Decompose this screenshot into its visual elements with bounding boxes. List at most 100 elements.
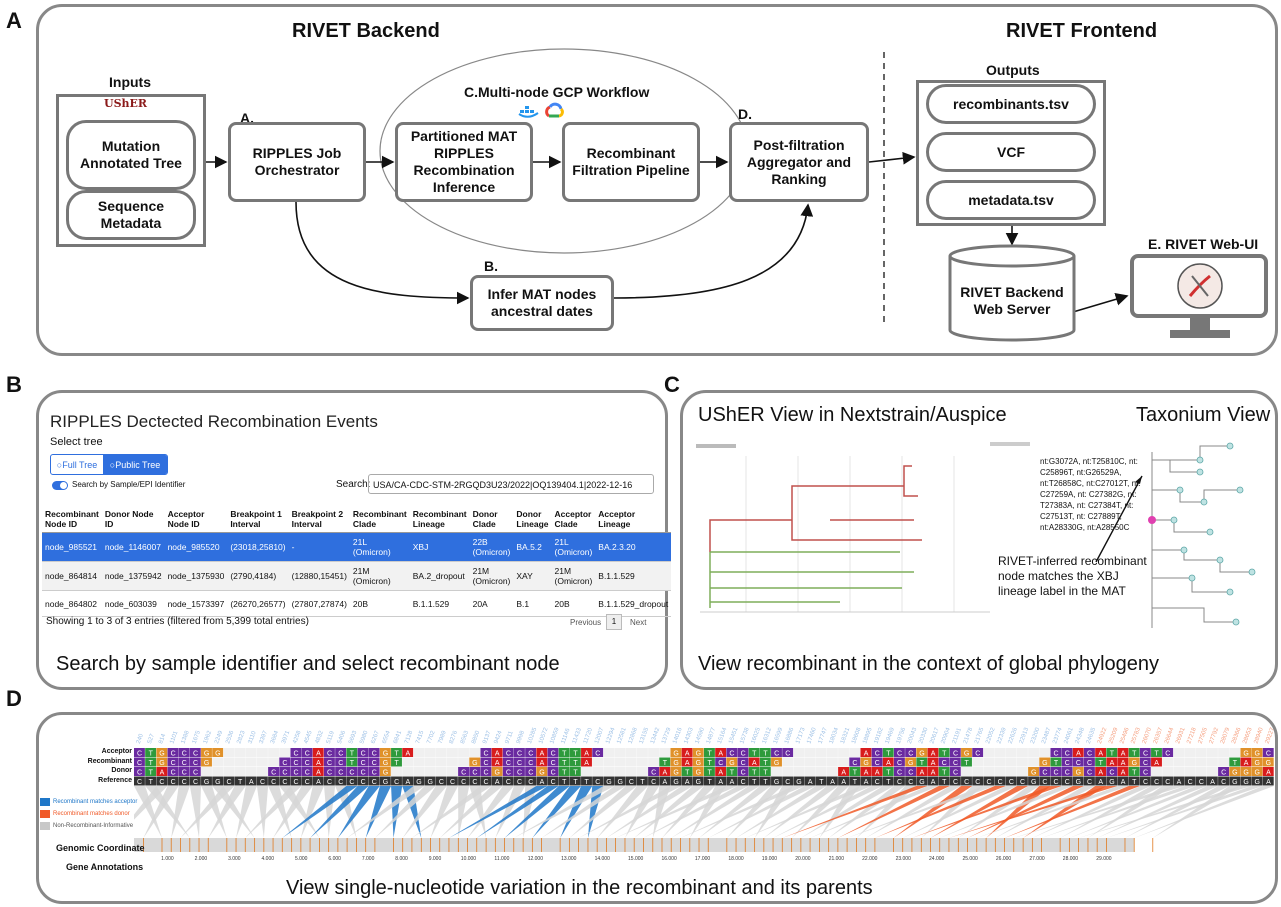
row-label-acceptor: Acceptor <box>101 748 132 755</box>
reference-base <box>178 776 190 786</box>
matching-base <box>245 757 257 767</box>
table-cell: BA.2.3.20 <box>595 532 672 562</box>
variant-base-label: A <box>1098 770 1103 777</box>
site-position-label: 13155 <box>639 726 651 744</box>
variant-base-label: T <box>707 770 712 777</box>
site-position-label: 14016 <box>672 726 684 744</box>
variant-base <box>514 767 525 776</box>
variant-base <box>860 748 872 757</box>
reference-base <box>1061 776 1073 786</box>
matching-base <box>603 767 615 776</box>
reference-base-label: A <box>1121 779 1126 786</box>
variant-base <box>514 748 525 757</box>
reference-base-label: T <box>149 779 154 786</box>
variant-base-label: C <box>171 760 176 767</box>
variant-base-label: G <box>1255 770 1260 777</box>
reference-base-label: T <box>585 779 590 786</box>
reference-base-label: A <box>1266 779 1271 786</box>
pagination-next[interactable]: Next <box>630 618 647 627</box>
table-cell: node_864802 <box>42 590 102 617</box>
variant-base-label: C <box>171 770 176 777</box>
column-header[interactable]: Acceptor Clade <box>551 506 596 533</box>
column-header[interactable]: Recombinant Node ID <box>42 506 102 533</box>
table-cell: B.1.1.529 <box>595 561 672 591</box>
column-header[interactable]: Recombinant Lineage <box>409 506 470 533</box>
reference-base <box>189 776 201 786</box>
tree-selector: ○Full Tree ○Public Tree <box>50 454 168 475</box>
reference-base-label: C <box>450 779 455 786</box>
snv-link <box>365 786 392 838</box>
variant-base-label: C <box>1076 760 1081 767</box>
column-header[interactable]: Breakpoint 2 Interval <box>288 506 350 533</box>
column-header[interactable]: Acceptor Lineage <box>595 506 672 533</box>
variant-base <box>759 757 771 767</box>
column-header[interactable]: Acceptor Node ID <box>164 506 228 533</box>
reference-base <box>514 776 525 786</box>
search-input[interactable]: USA/CA-CDC-STM-2RGQD3U23/2022|OQ139404.1… <box>368 474 654 494</box>
site-position-label: 6267 <box>371 729 381 744</box>
variant-base-label: T <box>1132 751 1137 758</box>
matching-base <box>782 757 794 767</box>
snv-link <box>699 786 772 838</box>
variant-base-label: C <box>1065 760 1070 767</box>
variant-base <box>458 767 469 776</box>
variant-base <box>1251 748 1263 757</box>
variant-base <box>704 748 715 757</box>
genome-tick-label: 22,000 <box>862 856 878 860</box>
variant-base <box>301 757 313 767</box>
search-toggle[interactable] <box>52 481 68 490</box>
variant-base-label: A <box>841 770 846 777</box>
column-header[interactable]: Donor Node ID <box>101 506 165 533</box>
variant-base-label: C <box>953 760 958 767</box>
column-header[interactable]: Breakpoint 1 Interval <box>227 506 289 533</box>
matching-base <box>782 767 794 776</box>
genome-tick-label: 5,000 <box>295 856 308 860</box>
variant-base <box>569 748 581 757</box>
matching-base <box>1206 748 1218 757</box>
reference-base <box>379 776 391 786</box>
tree-option-public[interactable]: ○Public Tree <box>103 455 167 474</box>
variant-base-label: C <box>472 770 477 777</box>
variant-base-label: T <box>685 770 690 777</box>
reference-base-label: A <box>405 779 410 786</box>
matching-base <box>446 767 458 776</box>
variant-base-label: C <box>1087 751 1092 758</box>
matching-base <box>245 748 257 757</box>
table-cell: 20A <box>469 590 514 617</box>
reference-base <box>692 776 704 786</box>
variant-base-label: G <box>964 751 969 758</box>
pagination-page[interactable]: 1 <box>606 614 622 630</box>
column-header[interactable]: Donor Clade <box>469 506 514 533</box>
reference-base <box>1151 776 1162 786</box>
variant-base-label: C <box>182 751 187 758</box>
variant-base-label: G <box>204 760 209 767</box>
variant-base-label: C <box>506 751 511 758</box>
matching-base <box>424 748 436 757</box>
reference-base-label: T <box>886 779 891 786</box>
variant-base <box>1061 767 1073 776</box>
reference-base <box>771 776 782 786</box>
variant-base-label: C <box>484 770 489 777</box>
variant-base <box>1061 757 1073 767</box>
matching-base <box>983 767 995 776</box>
reference-base <box>871 776 883 786</box>
reference-base <box>849 776 861 786</box>
variant-base <box>1072 757 1084 767</box>
reference-base-label: C <box>349 779 354 786</box>
variant-base-label: G <box>495 770 500 777</box>
reference-base-label: C <box>1054 779 1059 786</box>
variant-base <box>1251 767 1263 776</box>
matching-base <box>256 748 268 757</box>
column-header[interactable]: Recombinant Clade <box>349 506 410 533</box>
variant-base <box>849 757 861 767</box>
site-position-label: 16599 <box>773 726 785 744</box>
site-position-label: 22052 <box>985 726 997 744</box>
column-header[interactable]: Donor Lineage <box>513 506 552 533</box>
pagination-previous[interactable]: Previous <box>570 618 602 627</box>
matching-base <box>804 757 816 767</box>
reference-base <box>625 776 637 786</box>
tree-option-full[interactable]: ○Full Tree <box>56 459 98 470</box>
